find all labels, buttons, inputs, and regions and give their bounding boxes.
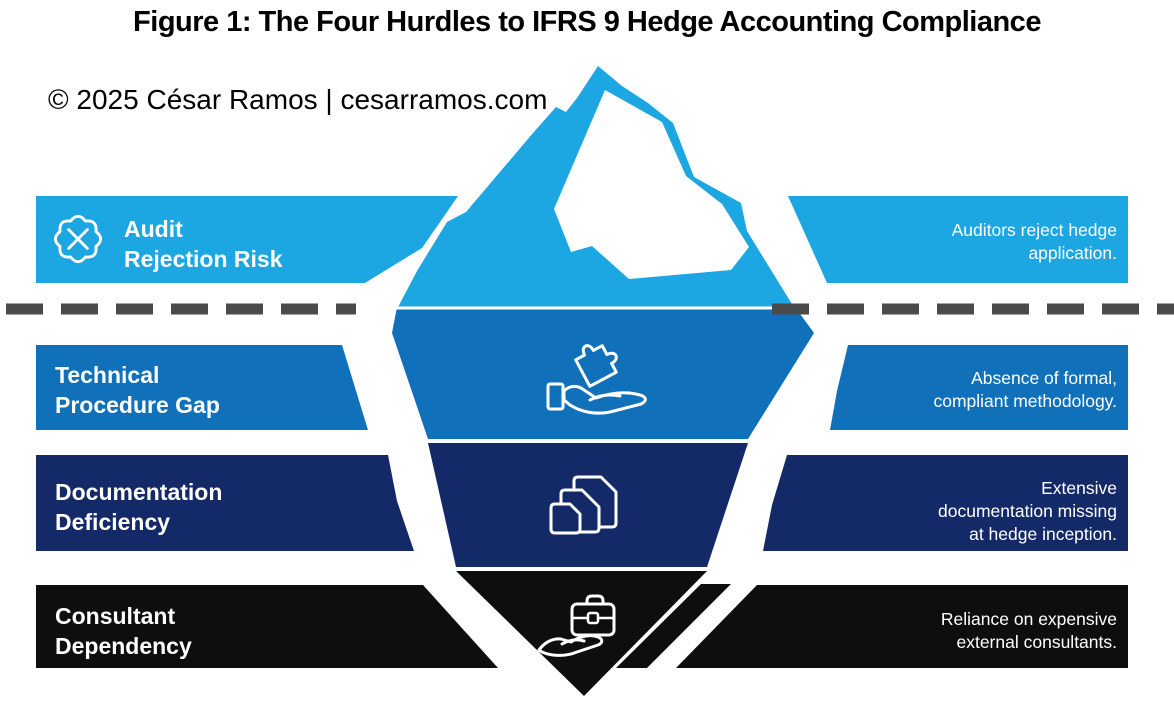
label-line: Dependency — [55, 633, 192, 659]
hurdle-1-right-band — [788, 196, 1128, 283]
desc-line: application. — [1028, 243, 1117, 263]
hand-puzzle-icon — [546, 344, 647, 415]
hurdle-4-left-band — [36, 585, 498, 668]
hurdle-desc-documentation-deficiency: Extensive documentation missing at hedge… — [938, 477, 1117, 546]
desc-line: Auditors reject hedge — [951, 220, 1117, 240]
label-line: Rejection Risk — [124, 246, 283, 272]
label-line: Technical — [55, 362, 160, 388]
hurdle-3-right-band — [763, 455, 1128, 551]
desc-line: at hedge inception. — [969, 524, 1117, 544]
label-line: Documentation — [55, 479, 223, 505]
label-line: Audit — [124, 216, 183, 242]
hurdle-label-documentation-deficiency: Documentation Deficiency — [55, 477, 222, 537]
desc-line: Extensive — [1041, 478, 1117, 498]
hand-briefcase-icon — [537, 594, 616, 657]
hurdle-1-left-band — [36, 196, 458, 283]
hurdle-label-audit-rejection-risk: Audit Rejection Risk — [124, 214, 283, 274]
hurdle-3-left-band — [36, 455, 414, 551]
iceberg-upper-submerged-section — [392, 307, 814, 439]
copyright-text: © 2025 César Ramos | cesarramos.com — [48, 84, 548, 115]
hurdle-desc-technical-procedure-gap: Absence of formal, compliant methodology… — [933, 367, 1117, 413]
desc-line: compliant methodology. — [933, 391, 1117, 411]
figure-title: Figure 1: The Four Hurdles to IFRS 9 Hed… — [133, 6, 1041, 38]
hurdle-desc-consultant-dependency: Reliance on expensive external consultan… — [941, 608, 1117, 654]
hurdle-2-right-band — [830, 345, 1128, 430]
documents-icon — [549, 475, 618, 535]
iceberg-crack-wedge — [616, 584, 731, 668]
hurdle-4-right-band — [676, 585, 1128, 668]
badge-x-icon — [53, 214, 103, 264]
hurdle-desc-audit-rejection-risk: Auditors reject hedge application. — [952, 219, 1117, 265]
iceberg-snow-facet — [554, 90, 749, 279]
hurdle-2-left-band — [36, 345, 368, 430]
label-line: Procedure Gap — [55, 392, 220, 418]
label-line: Consultant — [55, 603, 176, 629]
hurdle-label-technical-procedure-gap: Technical Procedure Gap — [55, 360, 220, 420]
desc-line: external consultants. — [956, 632, 1117, 652]
desc-line: documentation missing — [938, 501, 1117, 521]
desc-line: Reliance on expensive — [940, 609, 1117, 629]
label-line: Deficiency — [55, 509, 171, 535]
hurdle-label-consultant-dependency: Consultant Dependency — [55, 601, 192, 661]
desc-line: Absence of formal, — [971, 368, 1117, 388]
